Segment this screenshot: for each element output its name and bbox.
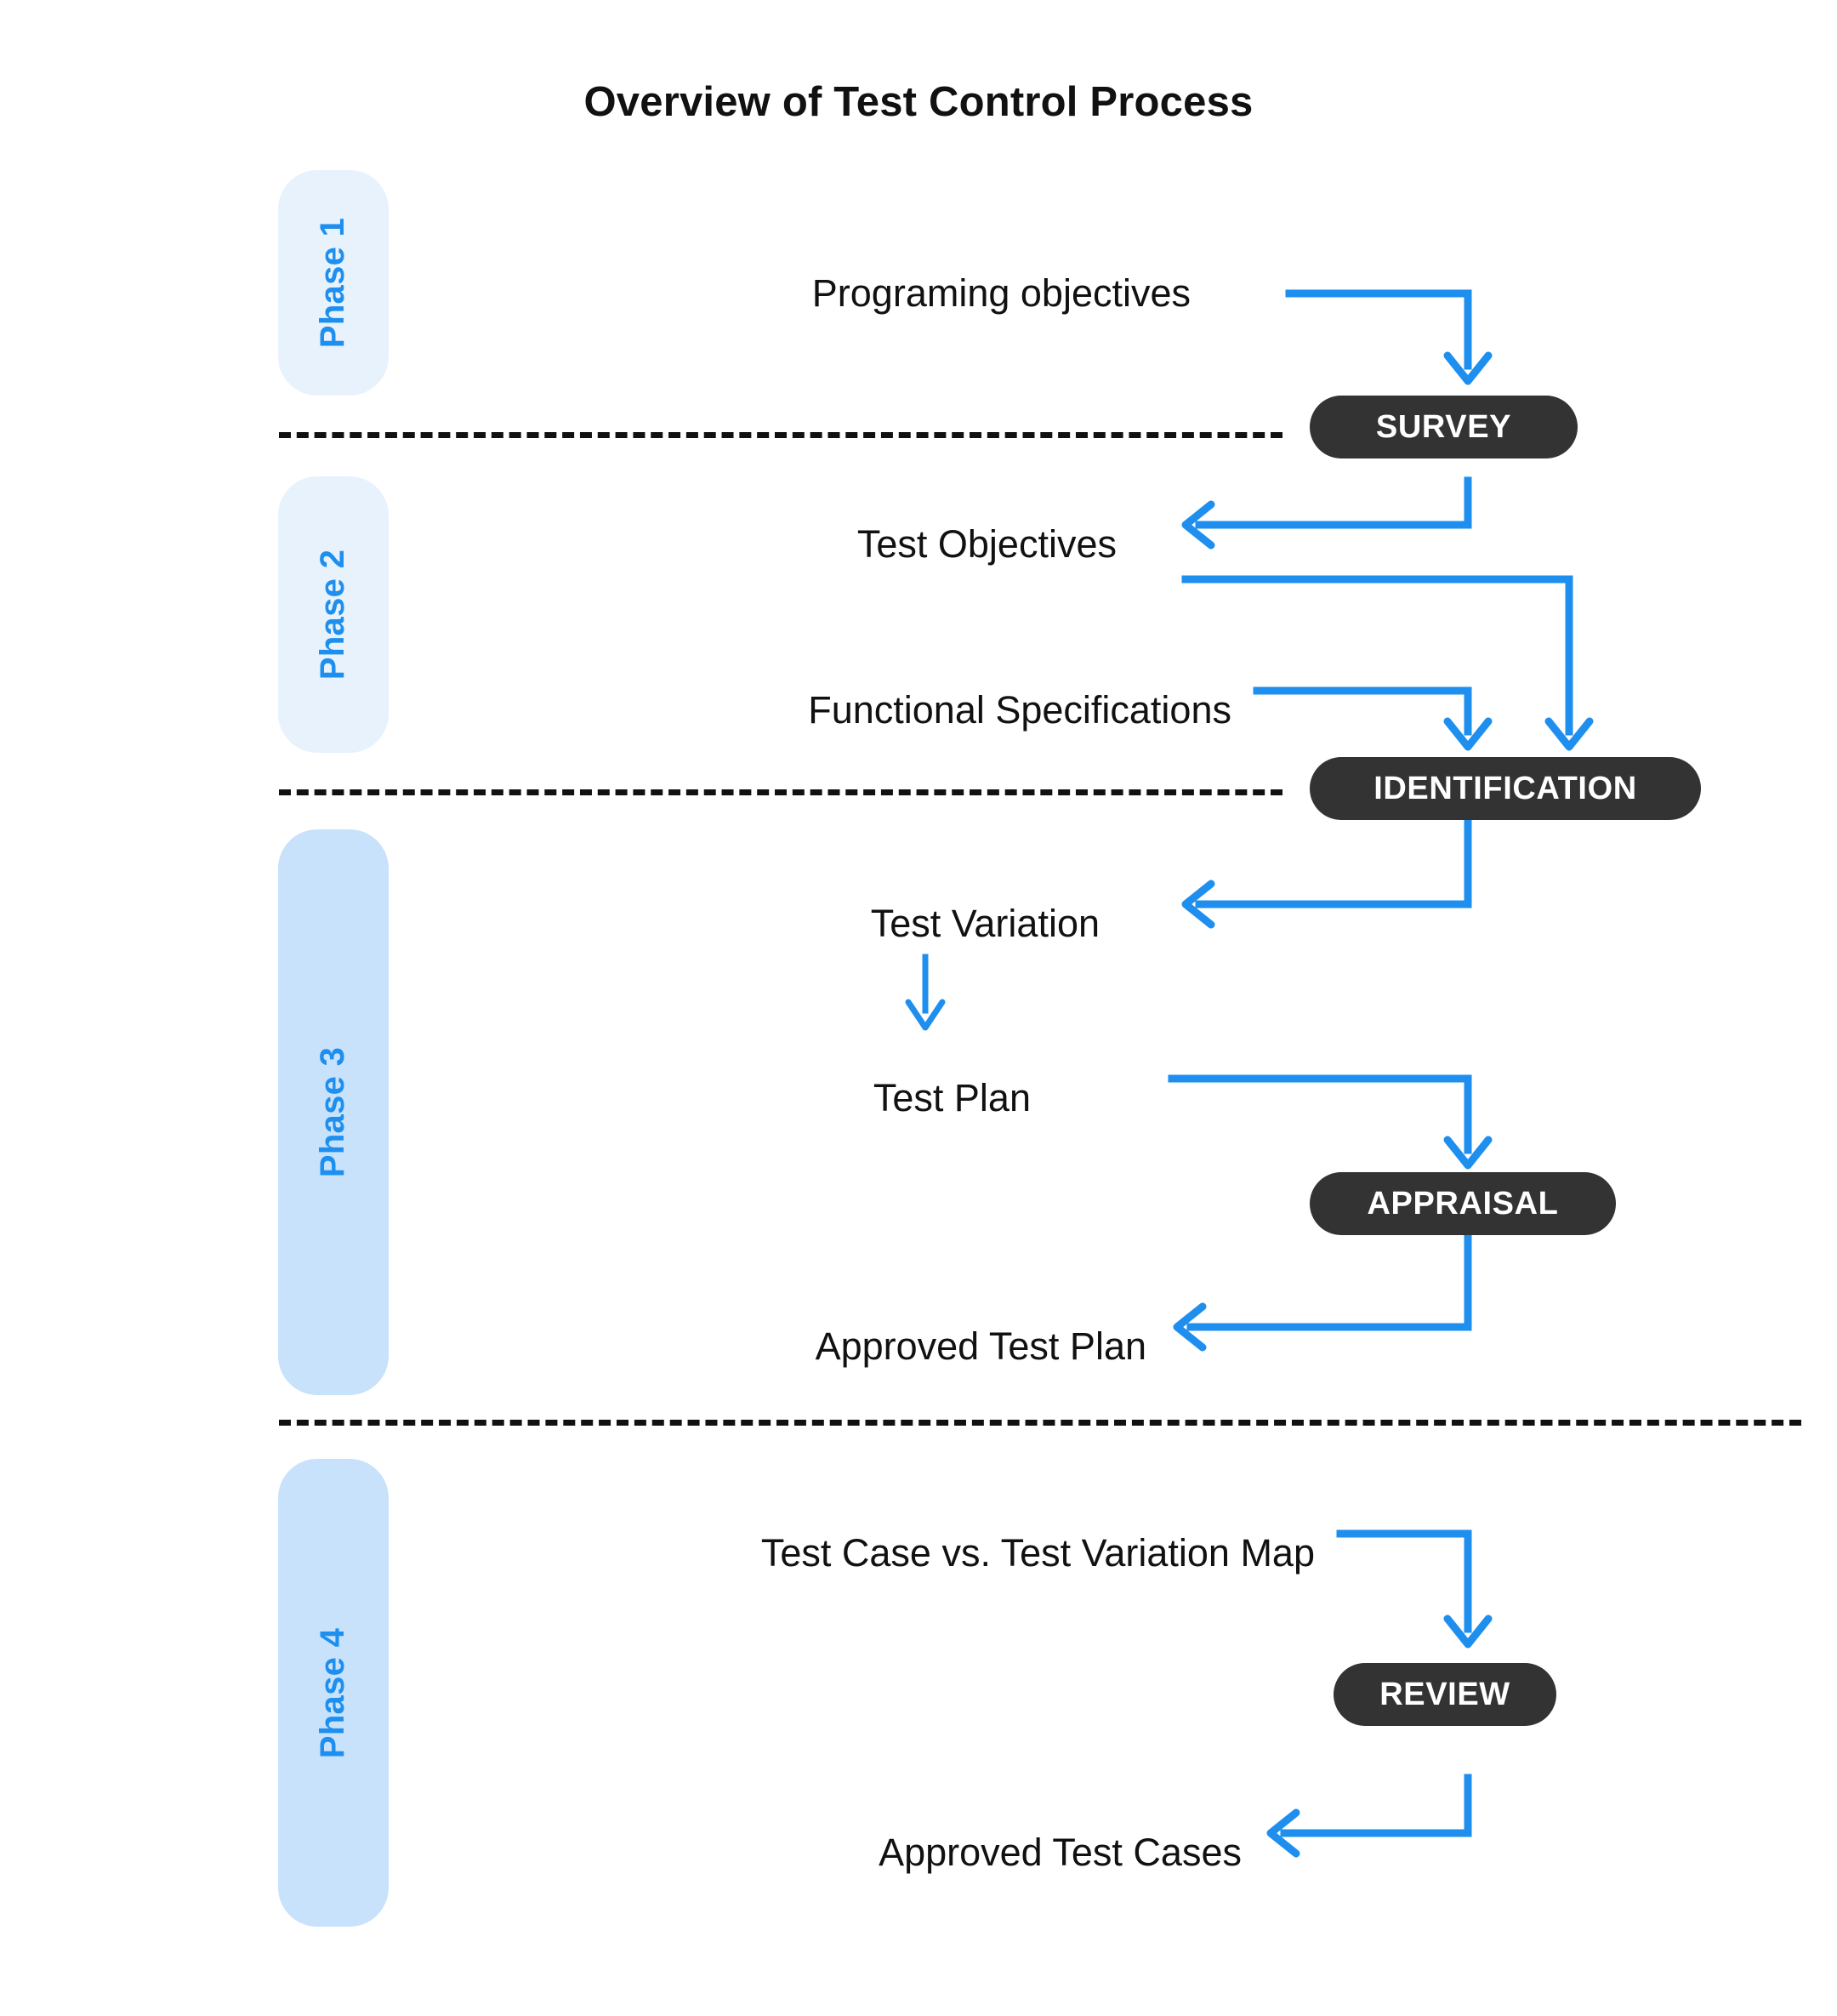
arrow-programing-objectives-to-survey <box>1285 289 1493 385</box>
arrow-test-plan-to-appraisal <box>1168 1074 1493 1170</box>
arrow-test-objectives-to-identification <box>1181 575 1594 751</box>
node-programing-objectives: Programing objectives <box>811 271 1191 315</box>
arrow-appraisal-to-approved-test-plan <box>1173 1216 1472 1352</box>
stage-pill-identification-label: IDENTIFICATION <box>1373 770 1637 806</box>
node-test-plan: Test Plan <box>873 1076 1031 1119</box>
phase-label-3: Phase 3 <box>314 1046 352 1178</box>
stage-pill-review[interactable]: REVIEW <box>1334 1663 1556 1726</box>
phase-rail-1: Phase 1 <box>278 170 389 396</box>
node-test-variation: Test Variation <box>870 902 1100 945</box>
phase-rail-4: Phase 4 <box>278 1459 389 1927</box>
phase-divider-3-4 <box>279 1420 1801 1426</box>
phase-label-2: Phase 2 <box>314 549 352 681</box>
phase-label-4: Phase 4 <box>314 1627 352 1758</box>
phase-label-1: Phase 1 <box>314 217 352 349</box>
page-title: Overview of Test Control Process <box>583 79 1254 125</box>
node-functional-specifications: Functional Specifications <box>808 688 1231 732</box>
phase-divider-1-2 <box>279 432 1282 438</box>
stage-pill-review-label: REVIEW <box>1379 1676 1510 1712</box>
node-test-case-vs-test-variation-map: Test Case vs. Test Variation Map <box>760 1531 1315 1575</box>
phase-divider-2-3 <box>279 789 1282 795</box>
stage-pill-survey[interactable]: SURVEY <box>1310 396 1578 458</box>
stage-pill-identification[interactable]: IDENTIFICATION <box>1310 757 1701 820</box>
stage-pill-appraisal-label: APPRAISAL <box>1367 1185 1559 1222</box>
arrow-test-variation-to-test-plan <box>905 954 946 1031</box>
arrow-review-to-approved-test-cases <box>1266 1774 1472 1858</box>
arrow-test-case-map-to-review <box>1336 1529 1493 1649</box>
phase-rail-2: Phase 2 <box>278 476 389 753</box>
arrow-survey-to-test-objectives <box>1181 476 1472 550</box>
stage-pill-appraisal[interactable]: APPRAISAL <box>1310 1172 1616 1235</box>
phase-rail-3: Phase 3 <box>278 829 389 1395</box>
node-test-objectives: Test Objectives <box>856 522 1117 566</box>
arrow-identification-to-test-variation <box>1181 817 1472 929</box>
arrow-functional-specs-to-identification <box>1253 686 1493 751</box>
node-approved-test-cases: Approved Test Cases <box>879 1831 1242 1874</box>
node-approved-test-plan: Approved Test Plan <box>815 1324 1146 1368</box>
stage-pill-survey-label: SURVEY <box>1375 408 1512 445</box>
